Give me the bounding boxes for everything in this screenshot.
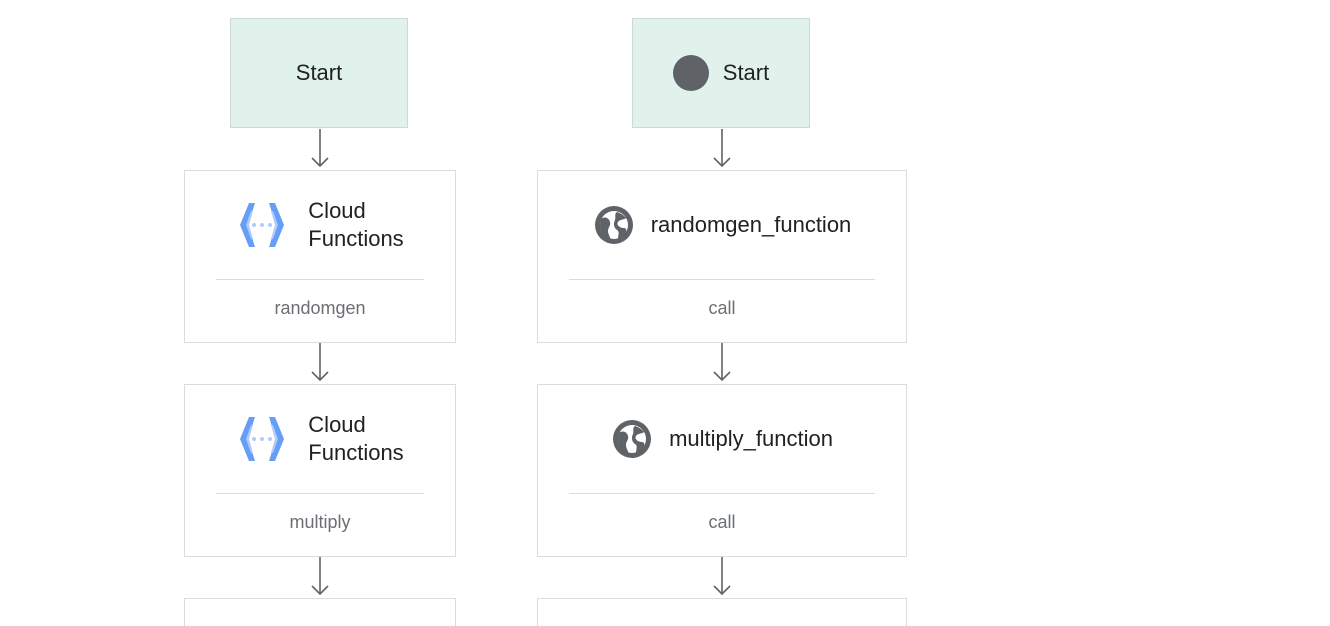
- step-header: randomgen_function: [538, 171, 906, 279]
- arrow-down-icon: [713, 557, 731, 596]
- step-header: multiply_function: [538, 385, 906, 493]
- step-title-line1: Cloud: [308, 412, 366, 437]
- right-start-label: Start: [722, 60, 770, 85]
- left-start-node[interactable]: Start: [230, 18, 408, 128]
- step-subtitle: multiply: [289, 511, 351, 532]
- left-step-multiply[interactable]: Cloud Functions multiply: [184, 384, 456, 557]
- step-header: Cloud Functions: [185, 171, 455, 279]
- step-title-line1: Cloud: [308, 198, 366, 223]
- step-title: Cloud Functions: [308, 411, 403, 467]
- arrow-down-icon: [713, 343, 731, 382]
- step-divider: [216, 279, 424, 280]
- left-next-step-partial[interactable]: [184, 598, 456, 626]
- step-title: Cloud Functions: [308, 197, 403, 253]
- right-flow: Start randomgen_function call: [537, 18, 907, 626]
- step-subtitle: randomgen: [274, 297, 366, 318]
- step-divider: [216, 493, 424, 494]
- step-title-line2: Functions: [308, 440, 404, 465]
- arrow-down-icon: [713, 129, 731, 168]
- step-title: multiply_function: [669, 426, 833, 451]
- right-next-step-partial[interactable]: [537, 598, 907, 626]
- step-subtitle: call: [708, 297, 736, 318]
- left-start-label: Start: [295, 60, 343, 85]
- step-header: Cloud Functions: [185, 385, 455, 493]
- cloud-functions-icon: [240, 417, 285, 461]
- right-step-randomgen-function[interactable]: randomgen_function call: [537, 170, 907, 343]
- right-step-multiply-function[interactable]: multiply_function call: [537, 384, 907, 557]
- globe-icon: [613, 420, 652, 458]
- right-start-node[interactable]: Start: [632, 18, 810, 128]
- arrow-down-icon: [311, 343, 329, 382]
- globe-icon: [594, 206, 633, 244]
- step-title: randomgen_function: [650, 212, 852, 237]
- left-flow: Start Cloud Functions: [0, 0, 640, 626]
- left-step-randomgen[interactable]: Cloud Functions randomgen: [184, 170, 456, 343]
- start-dot-icon: [672, 55, 709, 91]
- step-divider: [569, 279, 875, 280]
- step-title-line2: Functions: [308, 226, 404, 251]
- arrow-down-icon: [311, 129, 329, 168]
- arrow-down-icon: [311, 557, 329, 596]
- cloud-functions-icon: [240, 203, 285, 247]
- step-subtitle: call: [708, 511, 736, 532]
- step-divider: [569, 493, 875, 494]
